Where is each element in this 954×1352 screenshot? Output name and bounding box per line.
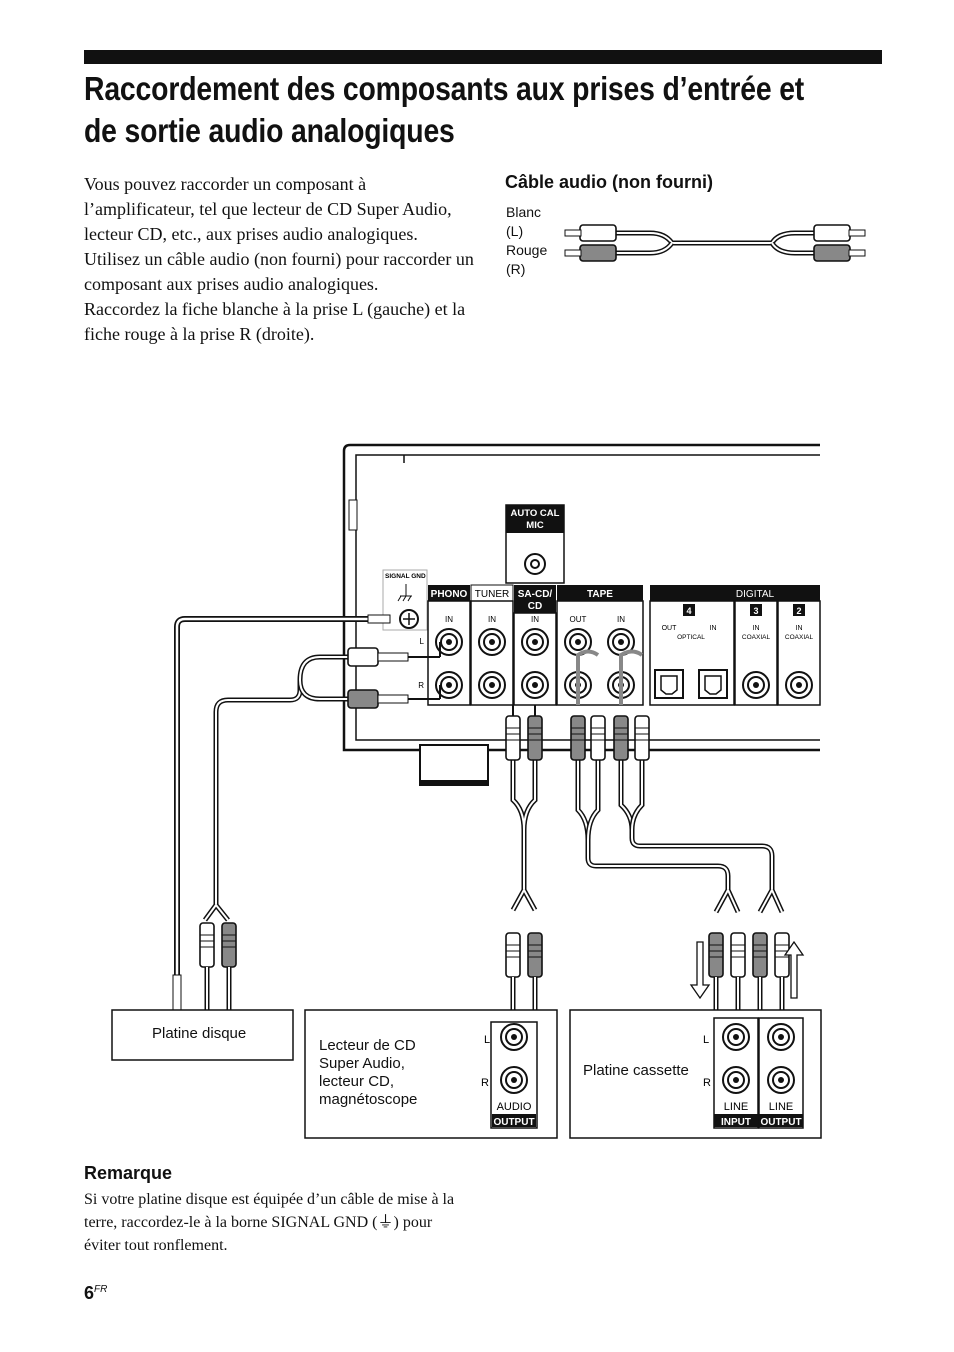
- svg-text:OUTPUT: OUTPUT: [760, 1117, 801, 1128]
- svg-text:IN: IN: [796, 625, 803, 632]
- intro-paragraph-1: Vous pouvez raccorder un composant à l’a…: [84, 174, 452, 244]
- svg-text:SA-CD/: SA-CD/: [518, 589, 553, 600]
- cable-title: Câble audio (non fourni): [505, 172, 713, 192]
- svg-text:MIC: MIC: [526, 520, 544, 531]
- remark-title: Remarque: [84, 1163, 173, 1183]
- svg-text:COAXIAL: COAXIAL: [742, 634, 771, 641]
- intro-text: Vous pouvez raccorder un composant à l’a…: [84, 172, 474, 347]
- svg-text:IN: IN: [445, 615, 453, 624]
- audio-cable-illustration: [564, 224, 866, 262]
- svg-text:PHONO: PHONO: [431, 589, 468, 600]
- title-rule: [84, 50, 882, 64]
- svg-text:R: R: [481, 1077, 489, 1089]
- cable-legend: Blanc (L) Rouge (R): [506, 204, 548, 277]
- svg-text:LINE: LINE: [724, 1101, 748, 1113]
- svg-text:COAXIAL: COAXIAL: [785, 634, 814, 641]
- svg-text:L: L: [484, 1034, 490, 1046]
- svg-text:R: R: [703, 1077, 711, 1089]
- svg-text:IN: IN: [531, 615, 539, 624]
- svg-text:TAPE: TAPE: [587, 589, 613, 600]
- svg-text:OPTICAL: OPTICAL: [677, 634, 705, 641]
- remark-text: Si votre platine disque est équipée d’un…: [84, 1191, 455, 1254]
- svg-text:IN: IN: [617, 615, 625, 624]
- signal-gnd-label: SIGNAL GND: [385, 573, 426, 580]
- amplifier-rear-panel: AUTO CAL MIC SIGNAL GND PHONO TUNER SA-C…: [342, 443, 821, 786]
- turntable-label: Platine disque: [152, 1025, 247, 1042]
- svg-text:2: 2: [796, 606, 801, 616]
- turntable-box: [111, 1009, 294, 1061]
- svg-text:4: 4: [686, 606, 691, 616]
- svg-text:LINE: LINE: [769, 1101, 793, 1113]
- intro-paragraph-3: Raccordez la fiche blanche à la prise L …: [84, 299, 466, 344]
- svg-text:IN: IN: [488, 615, 496, 624]
- intro-paragraph-2: Utilisez un câble audio (non fourni) pou…: [84, 249, 474, 294]
- svg-text:CD: CD: [528, 601, 542, 612]
- svg-text:OUTPUT: OUTPUT: [493, 1117, 534, 1128]
- cassette-deck-label: Platine cassette: [583, 1062, 689, 1079]
- devices: L R AUDIO OUTPUT L R LINE LINE INPUT OUT…: [111, 1009, 822, 1139]
- svg-text:3: 3: [753, 606, 758, 616]
- svg-text:L: L: [703, 1034, 709, 1046]
- svg-text:INPUT: INPUT: [721, 1117, 751, 1128]
- svg-text:TUNER: TUNER: [475, 589, 509, 600]
- page-title: Raccordement des composants aux prises d…: [84, 70, 805, 149]
- svg-text:AUDIO: AUDIO: [497, 1101, 532, 1113]
- svg-text:IN: IN: [710, 625, 717, 632]
- svg-text:OUT: OUT: [662, 625, 678, 632]
- svg-text:IN: IN: [753, 625, 760, 632]
- svg-text:DIGITAL: DIGITAL: [736, 589, 775, 600]
- cables: [172, 614, 805, 1011]
- page-number: 6FR: [84, 1283, 108, 1303]
- svg-text:OUT: OUT: [570, 615, 587, 624]
- svg-text:R: R: [418, 681, 424, 690]
- auto-cal-label: AUTO CAL: [511, 508, 560, 519]
- svg-text:L: L: [420, 637, 425, 646]
- cd-player-label: Lecteur de CD Super Audio, lecteur CD, m…: [319, 1037, 418, 1108]
